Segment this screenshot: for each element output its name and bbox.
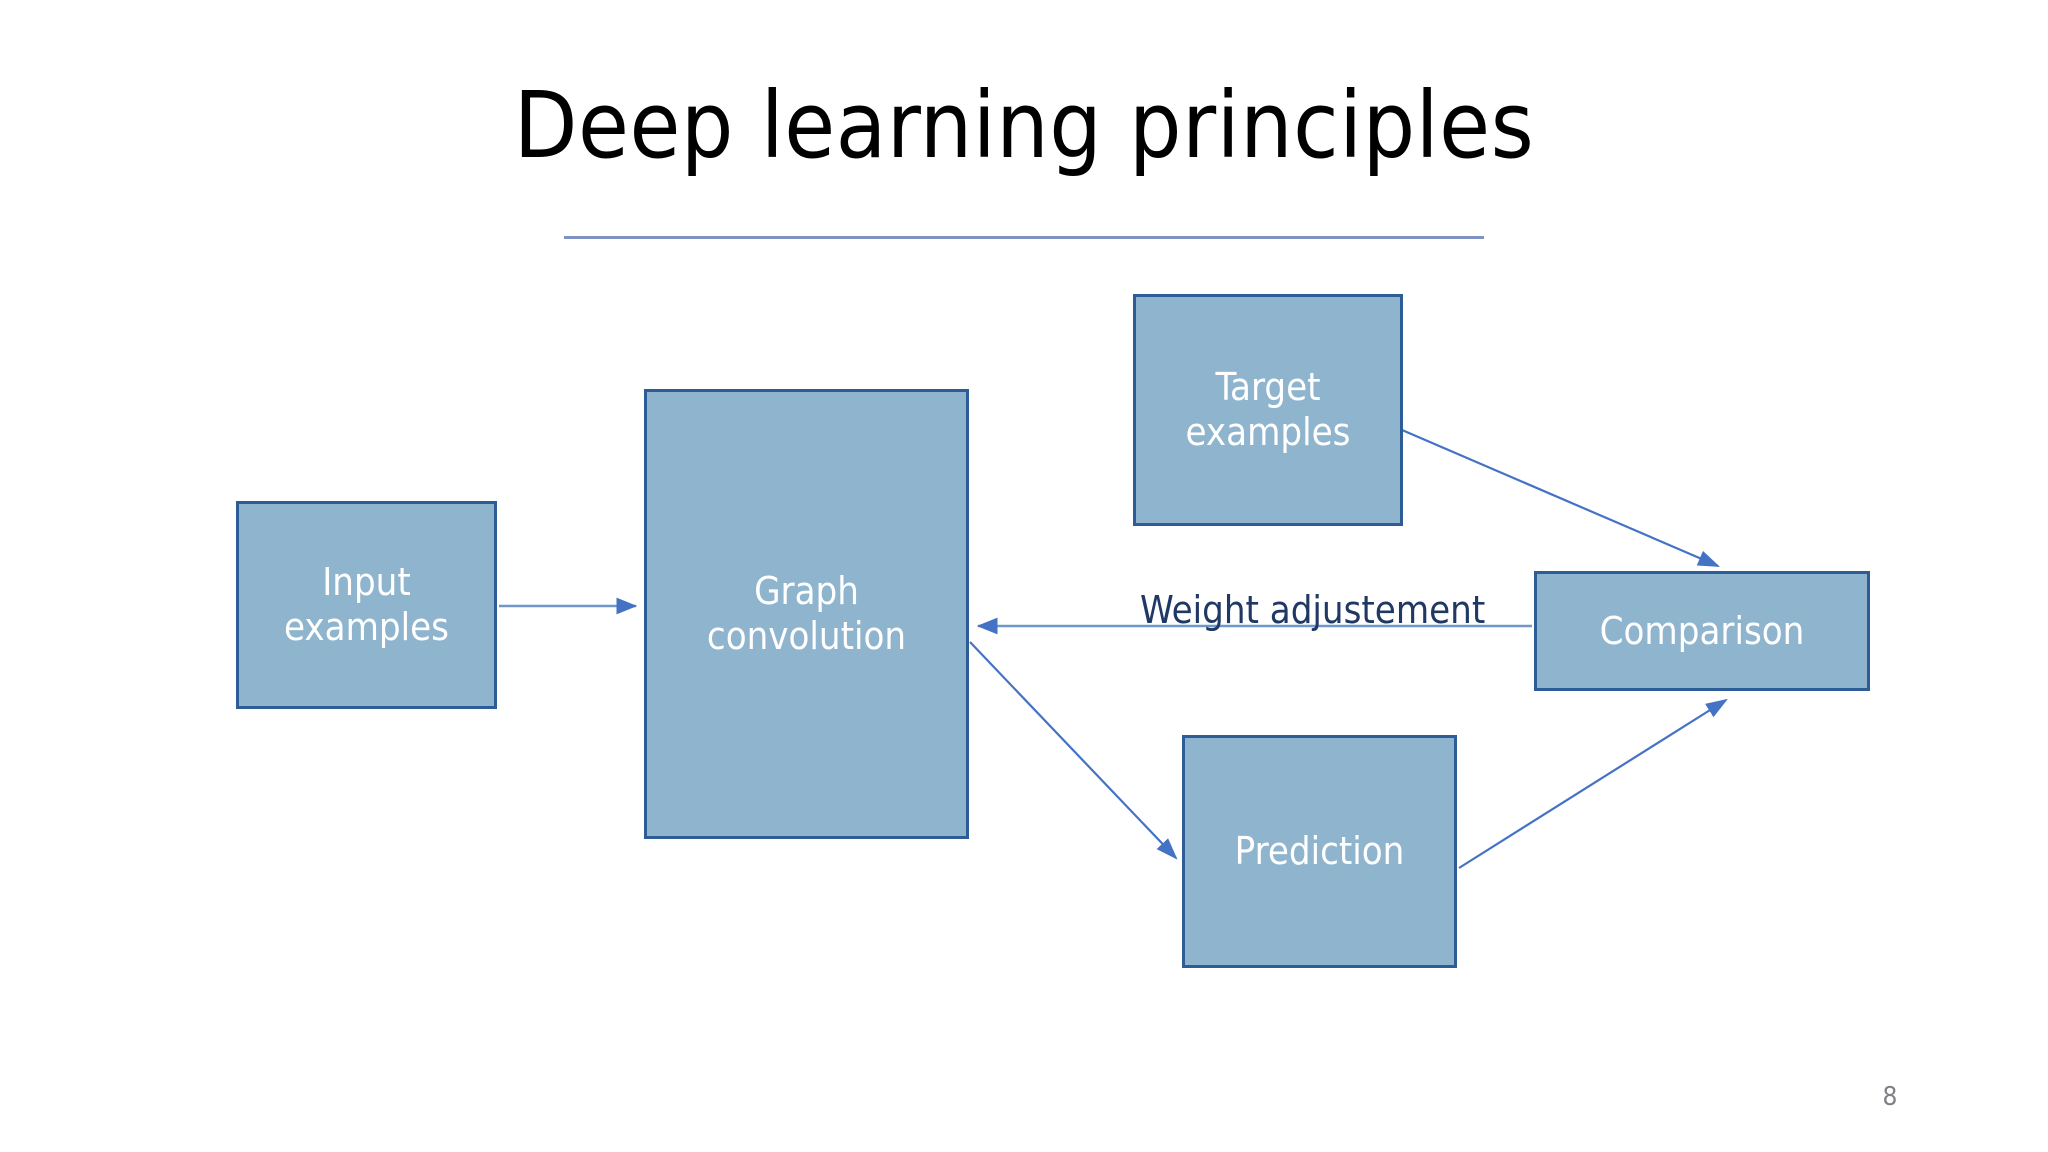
page-number: 8 — [1882, 1082, 1898, 1112]
edge-label-weight-adjustement: Weight adjustement — [1140, 588, 1486, 632]
node-comparison[interactable]: Comparison — [1534, 571, 1870, 691]
node-prediction-label: Prediction — [1234, 829, 1405, 874]
node-graph-convolution[interactable]: Graph convolution — [644, 389, 969, 839]
connector-target-to-comparison — [1401, 428, 1721, 568]
node-target-examples-label: Target examples — [1185, 365, 1351, 454]
connector-graphconv-to-prediction — [969, 641, 1178, 860]
page-title: Deep learning principles — [513, 72, 1535, 179]
node-input-examples[interactable]: Input examples — [236, 501, 497, 709]
connector-prediction-to-comparison — [1458, 698, 1728, 869]
title-divider — [564, 236, 1484, 239]
node-graph-convolution-label: Graph convolution — [706, 569, 907, 658]
node-prediction[interactable]: Prediction — [1182, 735, 1457, 968]
node-input-examples-label: Input examples — [284, 560, 449, 649]
node-comparison-label: Comparison — [1599, 608, 1805, 653]
node-target-examples[interactable]: Target examples — [1133, 294, 1403, 526]
